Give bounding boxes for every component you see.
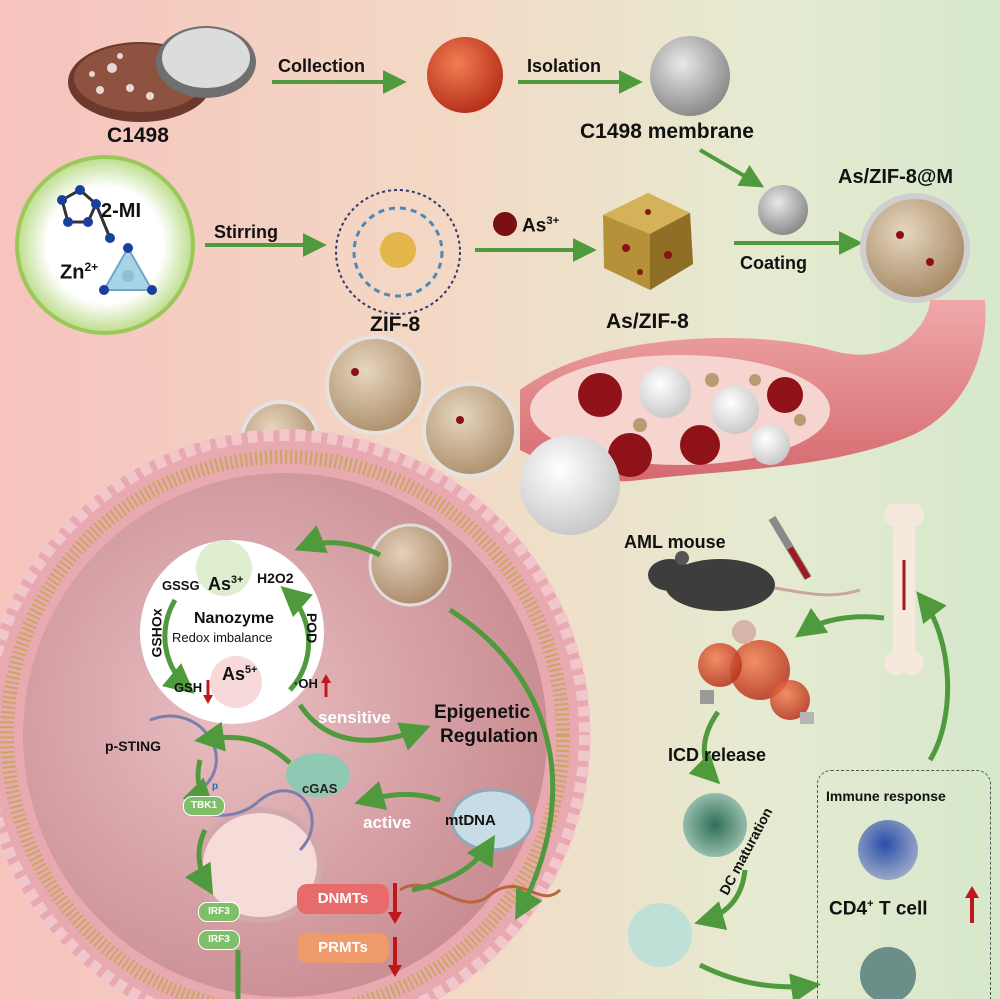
gshox-label: GSHOx bbox=[148, 608, 165, 658]
internalized-nanoparticle bbox=[368, 523, 452, 607]
sensitive-label: sensitive bbox=[318, 708, 391, 727]
petri-dish-icon bbox=[68, 26, 256, 122]
tbk1-chip: TBK1 bbox=[183, 796, 225, 816]
membrane-arrow bbox=[698, 148, 765, 188]
h2o2-label: H2O2 bbox=[257, 570, 294, 586]
cd4-t-cell-icon bbox=[858, 820, 918, 880]
cell-membrane-lipid bbox=[0, 450, 570, 999]
prmts-badge: PRMTs bbox=[297, 933, 389, 963]
precursor-circle bbox=[15, 155, 195, 335]
isolation-label: Isolation bbox=[527, 56, 602, 76]
syringe-icon bbox=[768, 515, 812, 581]
as-zif-8-label: As/ZIF-8 bbox=[606, 310, 689, 333]
t-cell-icon-2 bbox=[860, 947, 916, 999]
membrane-small-icon bbox=[758, 185, 808, 235]
immune-response-label: Immune response bbox=[826, 788, 946, 804]
membrane-label: C1498 membrane bbox=[580, 120, 754, 143]
cgas-protein bbox=[286, 753, 350, 797]
nanozyme-subtitle: Redox imbalance bbox=[172, 630, 273, 645]
membrane-vesicle-icon bbox=[650, 36, 730, 116]
c1498-cell-icon bbox=[427, 37, 503, 113]
as3-nanozyme-label: As3+ bbox=[208, 574, 244, 594]
active-label: active bbox=[363, 813, 412, 832]
irf3-chip-b: IRF3 bbox=[198, 930, 240, 950]
pod-label: POD bbox=[304, 612, 321, 644]
stirring-label: Stirring bbox=[214, 222, 279, 242]
zif-8-label: ZIF-8 bbox=[370, 313, 421, 336]
cgas-label: cGAS bbox=[302, 781, 338, 796]
as-zif-8-m-label: As/ZIF-8@M bbox=[838, 166, 954, 188]
immune-response-box bbox=[817, 770, 991, 999]
dendritic-cell-immature bbox=[683, 793, 747, 857]
nanozyme-title: Nanozyme bbox=[194, 610, 275, 627]
zn-label: Zn2+ bbox=[60, 260, 99, 284]
gsh-label: GSH bbox=[174, 680, 203, 695]
cell-interior-dots bbox=[0, 429, 591, 999]
dnmts-badge: DNMTs bbox=[297, 884, 389, 914]
collection-label: Collection bbox=[278, 56, 366, 76]
p-sting-label: p-STING bbox=[105, 738, 161, 754]
dendritic-cell-mature bbox=[628, 903, 692, 967]
icd-release-label: ICD release bbox=[668, 745, 767, 765]
cd4-t-cell-label: CD4+ T cell bbox=[829, 898, 928, 920]
epigenetic-label-2: Regulation bbox=[440, 726, 539, 747]
mouse-icon bbox=[648, 551, 861, 611]
as5-label: As5+ bbox=[222, 664, 258, 684]
coating-label: Coating bbox=[740, 253, 807, 273]
irf3-chip-a: IRF3 bbox=[198, 902, 240, 922]
as-zif-8-particle-icon bbox=[603, 193, 693, 290]
dying-cells-icon bbox=[698, 620, 814, 724]
epigenetic-label-1: Epigenetic bbox=[434, 702, 531, 723]
blood-cells bbox=[520, 366, 806, 535]
gssg-label: GSSG bbox=[162, 578, 200, 593]
mtdna-label: mtDNA bbox=[445, 812, 496, 829]
oh-label: ·OH bbox=[294, 676, 318, 691]
2-mi-label: 2-MI bbox=[101, 200, 141, 222]
as3-label: As3+ bbox=[522, 215, 560, 237]
bone-icon bbox=[884, 503, 924, 675]
arsenic-sphere-icon bbox=[493, 212, 517, 236]
as-zif-8-m-particle-icon bbox=[860, 193, 970, 303]
phospho-label: p bbox=[212, 781, 219, 792]
c1498-label: C1498 bbox=[107, 124, 169, 147]
zif-8-framework-icon bbox=[335, 189, 461, 315]
aml-mouse-label: AML mouse bbox=[624, 532, 726, 552]
zn-tetrahedron-icon bbox=[99, 243, 157, 295]
